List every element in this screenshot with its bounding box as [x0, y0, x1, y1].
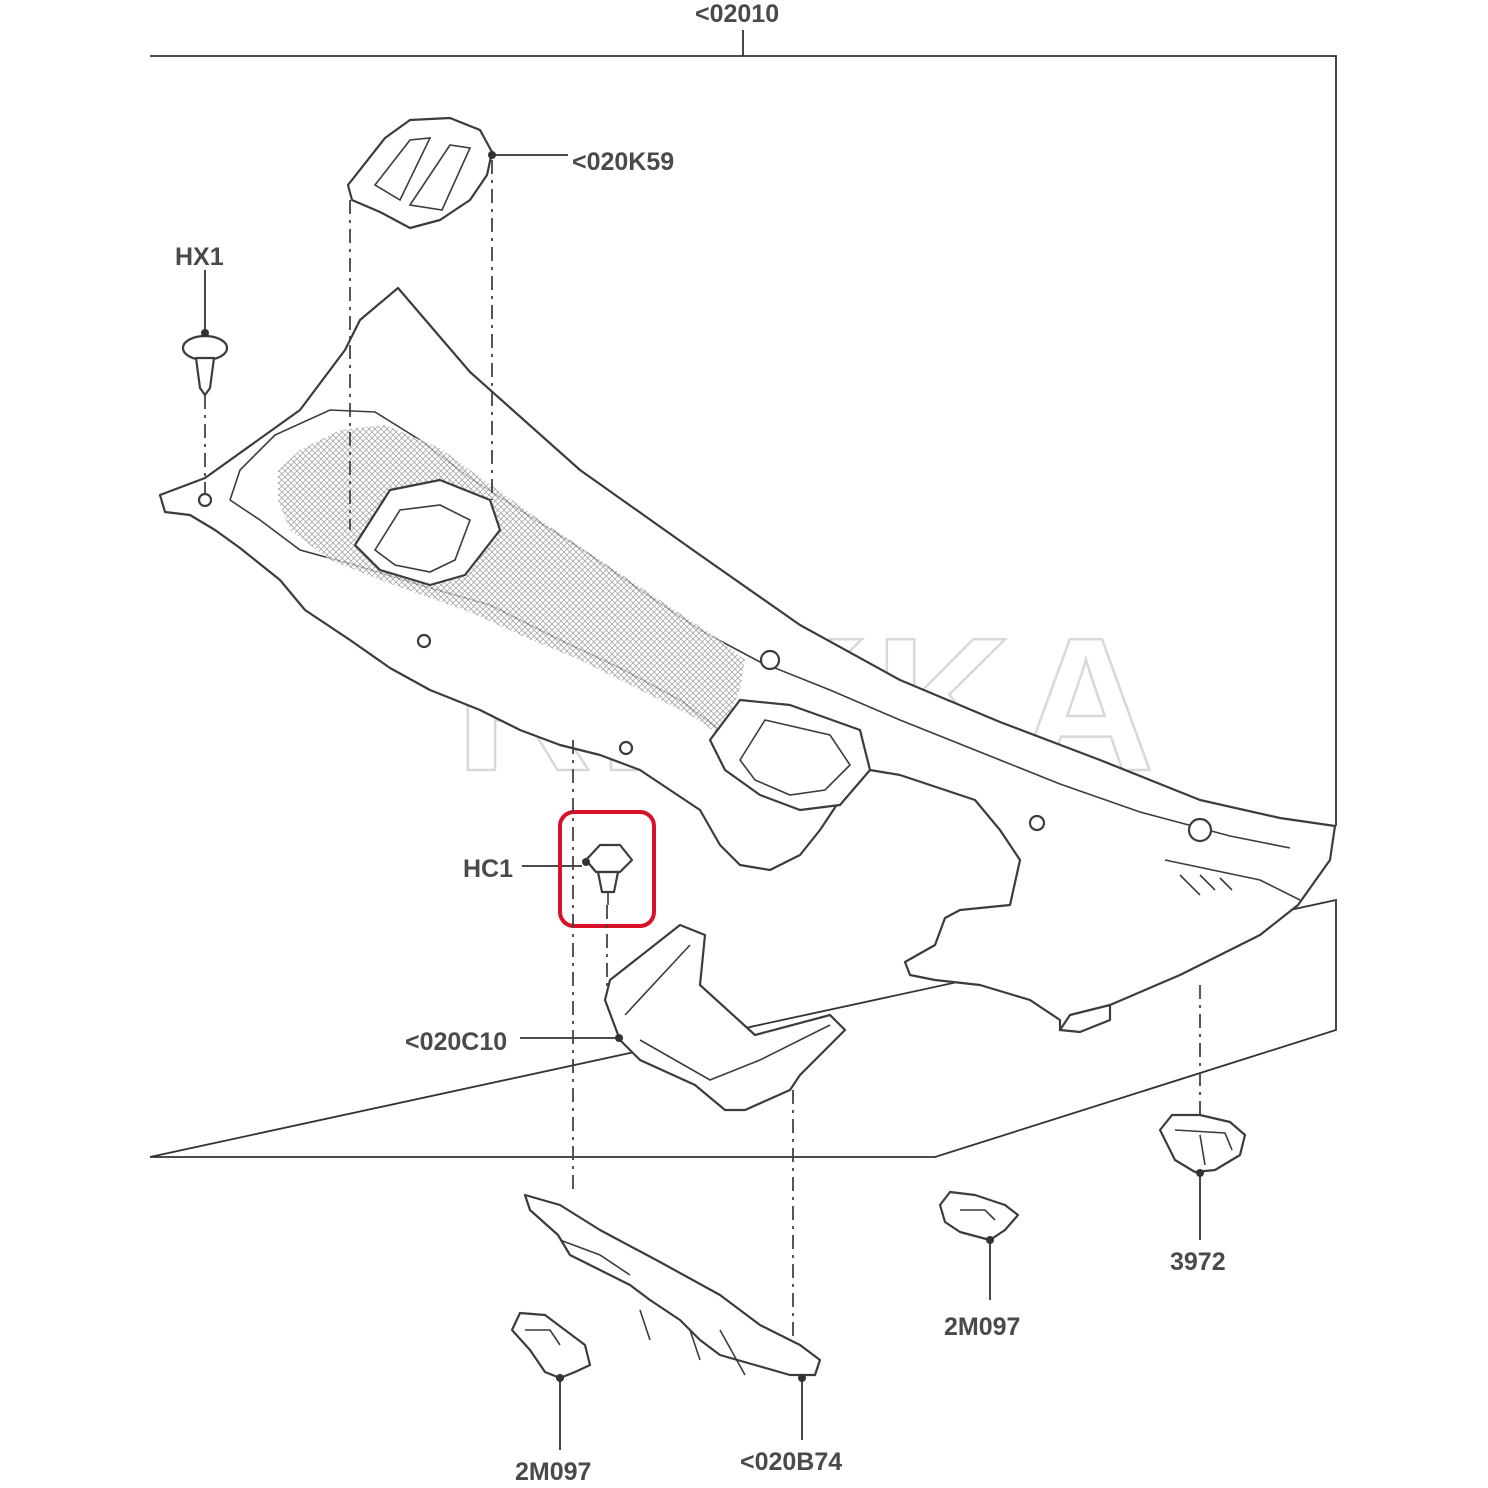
alignment-lines	[204, 160, 1201, 1340]
hc1-clip	[522, 810, 656, 928]
cover-part	[346, 116, 568, 230]
assembly-frame	[149, 30, 1337, 1158]
label-duct: <020C10	[405, 1028, 507, 1056]
seal-left-part	[510, 1311, 592, 1450]
label-hc1: HC1	[463, 855, 513, 883]
hx1-fastener	[181, 270, 229, 397]
seal-mid-part	[938, 1190, 1020, 1300]
grommet-part	[1158, 1113, 1247, 1240]
label-cover: <020K59	[572, 148, 674, 176]
label-grommet: 3972	[1170, 1248, 1226, 1276]
label-hx1: HX1	[175, 243, 224, 271]
cowl-panel	[158, 286, 1337, 1034]
label-assembly: <02010	[695, 0, 779, 28]
duct-part	[520, 923, 847, 1112]
label-bracket: <020B74	[740, 1448, 842, 1476]
bracket-part	[523, 1193, 822, 1440]
label-seal-left: 2M097	[515, 1458, 591, 1486]
label-seal-mid: 2M097	[944, 1313, 1020, 1341]
